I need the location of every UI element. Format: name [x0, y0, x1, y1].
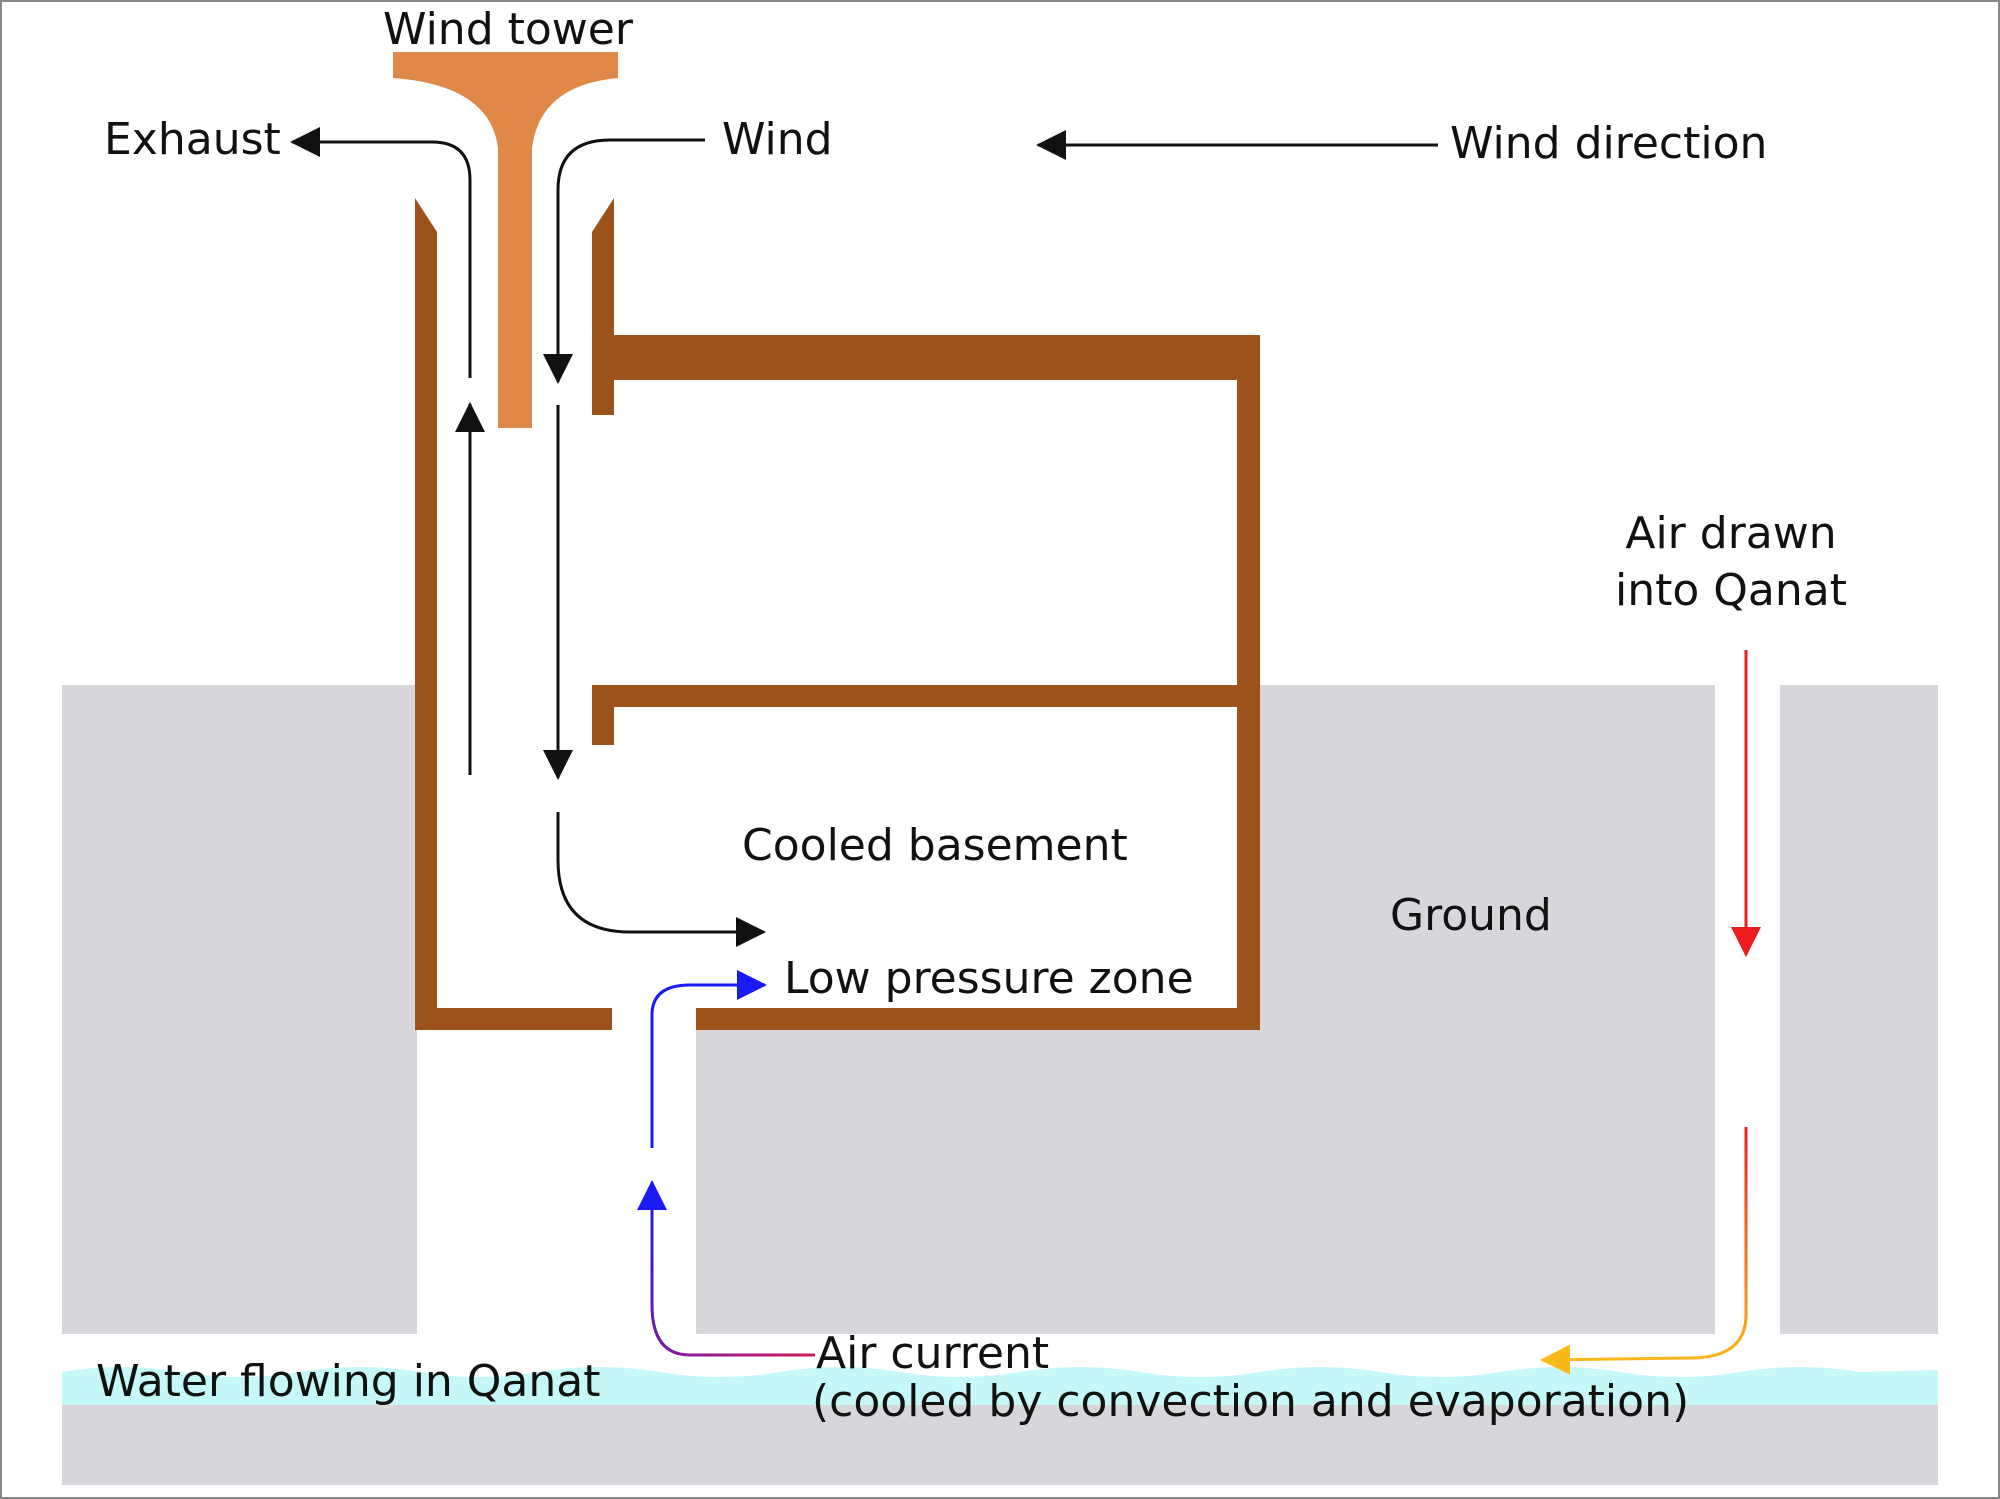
- water-channel: [62, 1367, 1938, 1405]
- building-walls: [415, 198, 1260, 1030]
- label-ground: Ground: [1390, 890, 1552, 941]
- wind-airflow: [290, 127, 1438, 947]
- air-current-line: [637, 1180, 815, 1357]
- wind-tower-cap: [393, 52, 618, 428]
- exhaust-arrow: [290, 127, 472, 378]
- basement-inflow-arrow: [556, 812, 766, 947]
- label-water-flowing: Water flowing in Qanat: [96, 1356, 601, 1407]
- label-air-drawn-1: Air drawn: [1625, 508, 1836, 559]
- label-air-current-1: Air current: [816, 1328, 1049, 1379]
- wind-intake-arrow: [543, 138, 705, 384]
- label-wind-direction: Wind direction: [1450, 118, 1767, 169]
- label-wind: Wind: [722, 114, 833, 165]
- label-air-current-2: (cooled by convection and evaporation): [812, 1376, 1689, 1427]
- label-cooled-basement: Cooled basement: [742, 820, 1128, 871]
- building-interior: [437, 350, 1237, 1334]
- label-wind-tower: Wind tower: [383, 4, 634, 55]
- low-pressure-arrow: [650, 970, 767, 1148]
- label-air-drawn-2: into Qanat: [1615, 565, 1847, 616]
- label-exhaust: Exhaust: [104, 114, 281, 165]
- label-low-pressure-zone: Low pressure zone: [784, 953, 1194, 1004]
- air-cooling-arrow: [1540, 1127, 1748, 1375]
